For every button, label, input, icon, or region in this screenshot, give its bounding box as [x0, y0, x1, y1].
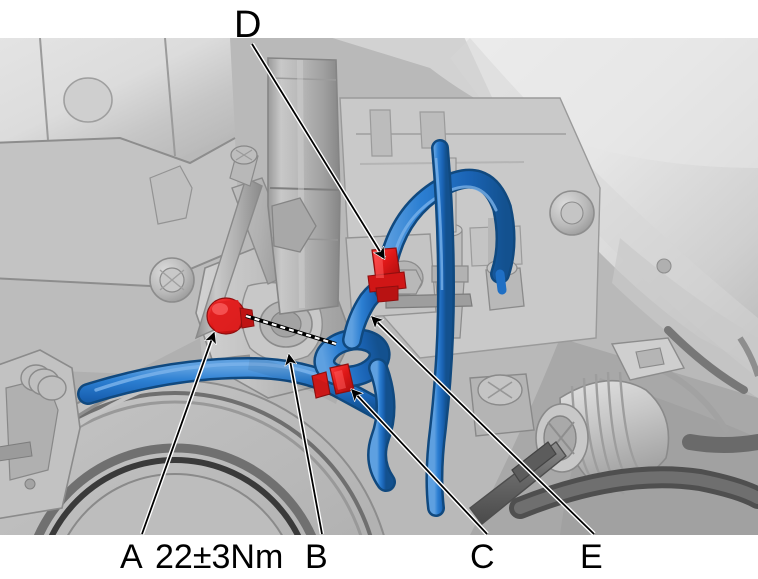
callout-label-c: C: [470, 538, 495, 576]
callout-label-a: A: [120, 538, 143, 576]
torque-spec-label: 22±3Nm: [155, 538, 284, 576]
callout-label-e: E: [580, 538, 603, 576]
callout-label-b: B: [305, 538, 328, 576]
technical-illustration: [0, 38, 758, 535]
callout-label-d: D: [234, 4, 262, 46]
